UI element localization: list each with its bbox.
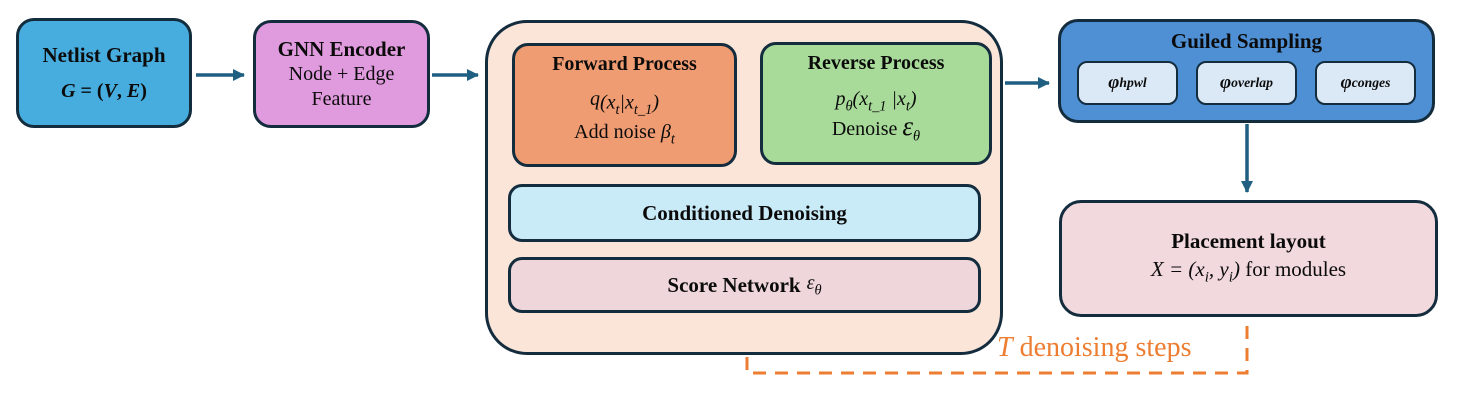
denoising-steps-label: T denoising steps: [997, 332, 1192, 363]
conditioned-title: Conditioned Denoising: [642, 200, 847, 225]
score-symbol: εθ: [806, 271, 822, 299]
gnn-line1: Node + Edge: [288, 63, 395, 86]
placement-formula: X = (xi, yi) for modules: [1150, 257, 1347, 287]
conditioned-denoising-box: Conditioned Denoising: [508, 184, 981, 242]
reverse-process-box: Reverse Process pθ(xt_1 |xt) Denoise εθ: [760, 42, 992, 165]
forward-formula: q(xt|xt_1): [590, 87, 659, 118]
forward-note: Add noise βt: [574, 121, 675, 148]
score-network-box: Score Network εθ: [508, 257, 981, 313]
gnn-line2: Feature: [311, 88, 372, 111]
guided-title: Guiled Sampling: [1170, 29, 1323, 53]
gnn-encoder-box: GNN Encoder Node + Edge Feature: [253, 20, 430, 128]
forward-title: Forward Process: [552, 53, 697, 75]
reverse-formula: pθ(xt_1 |xt): [835, 87, 917, 115]
placement-title: Placement layout: [1171, 229, 1326, 254]
placement-layout-box: Placement layout X = (xi, yi) for module…: [1059, 200, 1438, 317]
netlist-title: Netlist Graph: [42, 42, 166, 67]
score-title: Score Network: [667, 272, 801, 297]
forward-process-box: Forward Process q(xt|xt_1) Add noise βt: [512, 43, 737, 167]
netlist-formula: G = (V, E): [61, 80, 147, 103]
reverse-title: Reverse Process: [807, 52, 945, 74]
gnn-title: GNN Encoder: [277, 36, 406, 61]
reverse-note: Denoise εθ: [831, 111, 921, 145]
netlist-graph-box: Netlist Graph G = (V, E): [16, 18, 192, 128]
